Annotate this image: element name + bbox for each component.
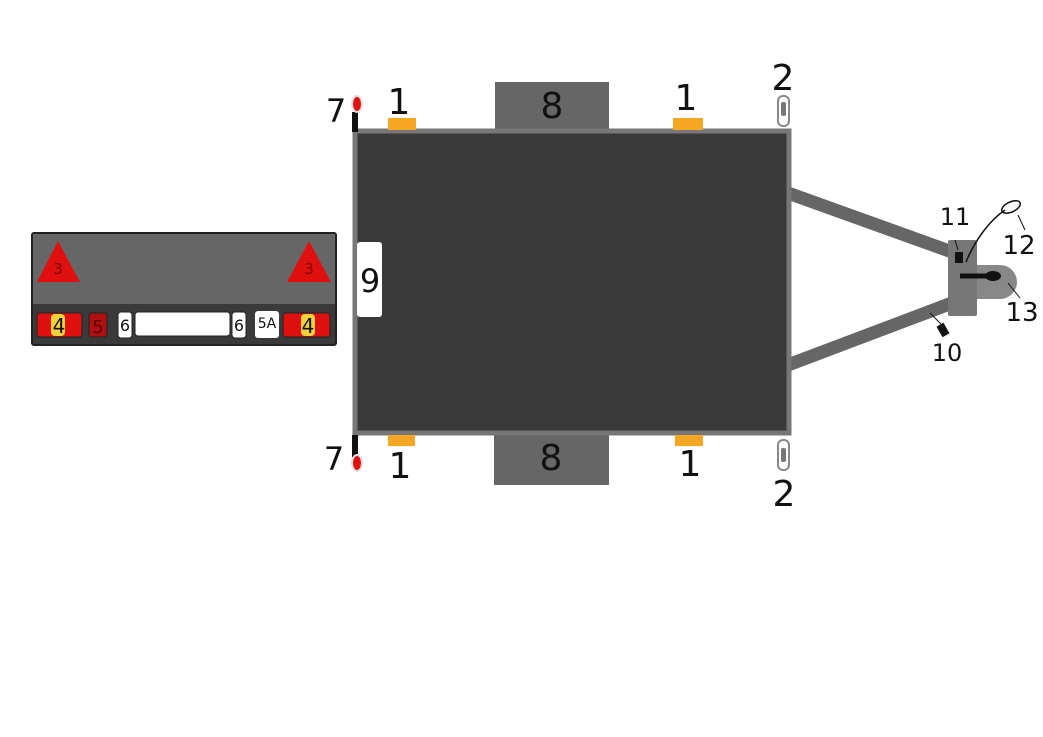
hitch: 11 12 13 10 <box>929 200 1039 367</box>
label-1: 1 <box>389 446 412 487</box>
warning-triangle-left: 3 <box>37 241 80 282</box>
front-marker-bottom: 2 <box>773 439 796 515</box>
svg-text:3: 3 <box>53 260 63 278</box>
svg-text:12: 12 <box>1002 231 1035 261</box>
svg-text:13: 13 <box>1005 298 1038 328</box>
svg-text:5A: 5A <box>258 316 277 332</box>
svg-text:6: 6 <box>120 316 130 335</box>
rear-plate: 9 <box>357 242 382 317</box>
tail-lamp-left: 4 <box>36 312 83 338</box>
svg-text:8: 8 <box>540 438 563 479</box>
svg-text:5: 5 <box>92 317 103 338</box>
front-marker-top: 2 <box>772 58 795 127</box>
svg-text:2: 2 <box>772 58 795 99</box>
svg-text:6: 6 <box>234 316 244 335</box>
reverse-lamp: 5A <box>255 311 279 338</box>
fog-lamp: 5 <box>88 312 108 338</box>
svg-text:9: 9 <box>360 262 380 300</box>
side-marker-bottom-left <box>388 435 415 446</box>
label-1: 1 <box>388 82 411 123</box>
rear-outline-lamp-bottom: 7 <box>324 435 363 478</box>
side-marker-top-left <box>388 118 416 130</box>
side-marker-bottom-right <box>675 435 703 446</box>
svg-text:7: 7 <box>324 440 344 478</box>
fender-bottom: 8 <box>494 433 609 485</box>
svg-text:3: 3 <box>304 260 314 278</box>
rear-outline-lamp-top: 7 <box>326 92 363 132</box>
svg-text:10: 10 <box>932 339 963 367</box>
fender-top: 8 <box>495 82 609 132</box>
svg-text:7: 7 <box>326 92 346 130</box>
svg-text:4: 4 <box>302 314 315 338</box>
svg-text:11: 11 <box>940 203 971 231</box>
coupling-head <box>975 265 1017 299</box>
svg-text:8: 8 <box>541 86 564 127</box>
support-wheel <box>936 322 950 338</box>
breakaway-cable <box>965 209 1006 263</box>
label-1: 1 <box>675 78 698 119</box>
rear-panel: 3 3 4 5 6 6 5A 4 <box>31 232 337 346</box>
warning-triangle-right: 3 <box>287 241 331 282</box>
label-1: 1 <box>679 444 702 485</box>
svg-text:2: 2 <box>773 474 796 515</box>
svg-text:4: 4 <box>53 314 66 338</box>
trailer-bed <box>352 128 792 436</box>
tail-lamp-right: 4 <box>282 312 331 338</box>
license-plate <box>134 311 231 337</box>
plate-light-right: 6 <box>231 311 247 339</box>
drawbar <box>785 186 955 372</box>
connector-socket <box>955 252 963 263</box>
plate-light-left: 6 <box>117 311 133 339</box>
side-marker-top-right <box>673 118 703 130</box>
